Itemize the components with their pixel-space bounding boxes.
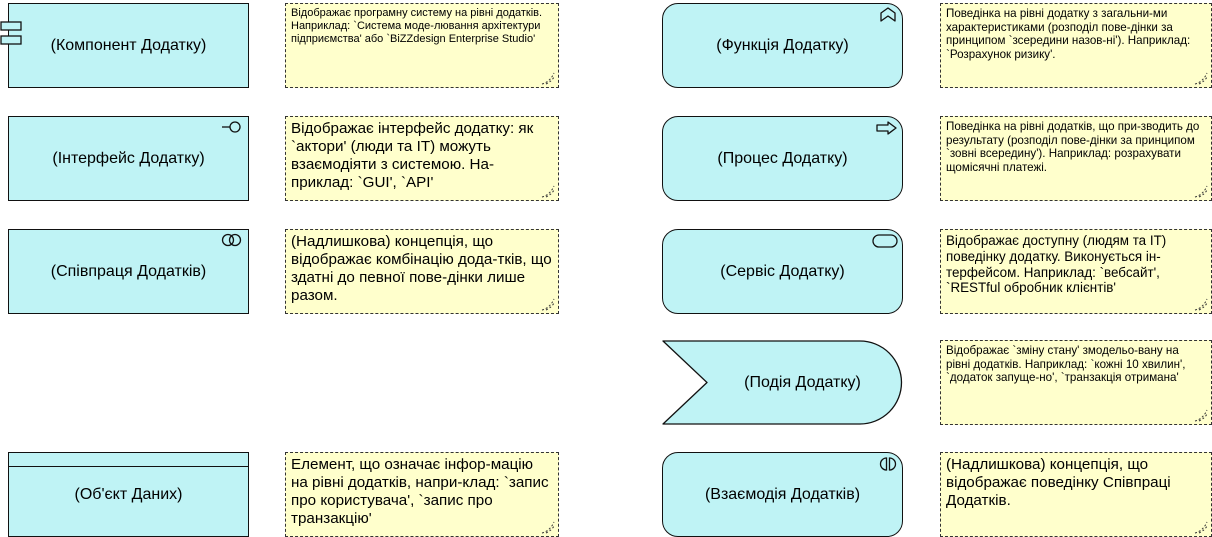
data-object-label: (Об'єкт Даних)	[74, 485, 183, 503]
application-function-element[interactable]: (Функція Додатку)	[662, 3, 903, 88]
application-process-note: Поведінка на рівні додатків, що при-звод…	[940, 116, 1212, 201]
application-event-element[interactable]: (Подія Додатку)	[662, 340, 903, 425]
data-object-element[interactable]: (Об'єкт Даних)	[8, 452, 249, 537]
note-curl-icon	[1194, 521, 1208, 534]
application-interaction-note: (Надлишкова) концепція, що відображає по…	[940, 452, 1212, 537]
note-curl-icon	[1194, 72, 1208, 85]
application-service-label: (Сервіс Додатку)	[720, 262, 845, 280]
process-arrow-icon	[876, 121, 897, 135]
application-interaction-label: (Взаємодія Додатків)	[704, 485, 861, 503]
application-component-note-text: Відображає програмну систему на рівні до…	[291, 7, 543, 45]
data-object-note-text: Елемент, що означає інфор-мацію на рівні…	[291, 456, 549, 527]
application-event-note: Відображає `зміну стану' змодельо-вану н…	[940, 340, 1212, 425]
component-icon	[0, 20, 24, 46]
application-process-label: (Процес Додатку)	[717, 149, 848, 167]
note-curl-icon	[1194, 185, 1208, 198]
note-curl-icon	[541, 298, 555, 311]
note-curl-icon	[541, 72, 555, 85]
application-collaboration-note: (Надлишкова) концепція, що відображає ко…	[285, 229, 559, 314]
application-component-label: (Компонент Додатку)	[50, 36, 207, 54]
application-component-note: Відображає програмну систему на рівні до…	[285, 3, 559, 88]
application-service-note: Відображає доступну (людям та ІТ) поведі…	[940, 229, 1212, 314]
application-process-element[interactable]: (Процес Додатку)	[662, 116, 903, 201]
application-collaboration-element[interactable]: (Співпраця Додатків)	[8, 229, 249, 314]
interaction-icon	[879, 457, 897, 471]
application-event-label: (Подія Додатку)	[744, 373, 861, 391]
interface-icon	[222, 121, 241, 133]
note-curl-icon	[541, 185, 555, 198]
service-icon	[872, 234, 898, 248]
application-interaction-note-text: (Надлишкова) концепція, що відображає по…	[946, 456, 1171, 509]
collaboration-icon	[221, 233, 242, 247]
note-curl-icon	[1194, 298, 1208, 311]
application-function-note: Поведінка на рівні додатку з загальни-ми…	[940, 3, 1212, 88]
application-interface-label: (Інтерфейс Додатку)	[52, 149, 205, 167]
application-function-label: (Функція Додатку)	[716, 36, 849, 54]
application-interaction-element[interactable]: (Взаємодія Додатків)	[662, 452, 903, 537]
application-service-element[interactable]: (Сервіс Додатку)	[662, 229, 903, 314]
application-function-note-text: Поведінка на рівні додатку з загальни-ми…	[946, 7, 1191, 62]
data-object-header-band	[9, 453, 248, 467]
application-event-note-text: Відображає `зміну стану' змодельо-вану н…	[946, 344, 1186, 385]
application-collaboration-note-text: (Надлишкова) концепція, що відображає ко…	[291, 233, 552, 304]
application-process-note-text: Поведінка на рівні додатків, що при-звод…	[946, 120, 1200, 175]
data-object-note: Елемент, що означає інфор-мацію на рівні…	[285, 452, 559, 537]
application-component-element[interactable]: (Компонент Додатку)	[8, 3, 249, 88]
note-curl-icon	[1194, 409, 1208, 422]
function-icon	[880, 7, 896, 22]
application-interface-note-text: Відображає інтерфейс додатку: як `актори…	[291, 120, 534, 191]
application-collaboration-label: (Співпраця Додатків)	[50, 262, 207, 280]
application-interface-note: Відображає інтерфейс додатку: як `актори…	[285, 116, 559, 201]
application-service-note-text: Відображає доступну (людям та ІТ) поведі…	[946, 233, 1167, 296]
note-curl-icon	[541, 521, 555, 534]
application-interface-element[interactable]: (Інтерфейс Додатку)	[8, 116, 249, 201]
